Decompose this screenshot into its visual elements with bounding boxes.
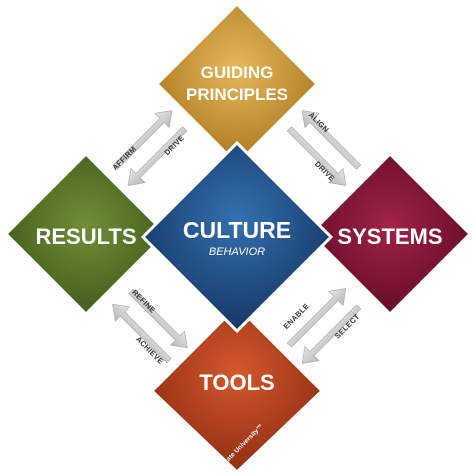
culture-sublabel: BEHAVIOR — [209, 246, 265, 258]
arrow-label-refine: REFINE — [130, 288, 157, 315]
guiding-line1: GUIDING — [201, 63, 274, 82]
culture-label: CULTURE — [183, 217, 291, 243]
systems-label: SYSTEMS — [337, 224, 442, 249]
guiding-line2: PRINCIPLES — [186, 85, 288, 104]
results-label: RESULTS — [35, 224, 136, 249]
arrow-enable — [286, 288, 362, 364]
node-results: RESULTS — [3, 151, 169, 317]
node-culture: CULTURE BEHAVIOR — [140, 140, 334, 334]
arrow-align — [286, 110, 362, 186]
node-systems: SYSTEMS — [307, 151, 473, 317]
tools-label: TOOLS — [199, 370, 274, 395]
arrow-label-affirm: AFFIRM — [110, 144, 138, 172]
arrow-affirm — [112, 110, 188, 186]
node-guiding-principles: GUIDING PRINCIPLES — [154, 1, 320, 167]
arrow-refine — [112, 288, 188, 364]
